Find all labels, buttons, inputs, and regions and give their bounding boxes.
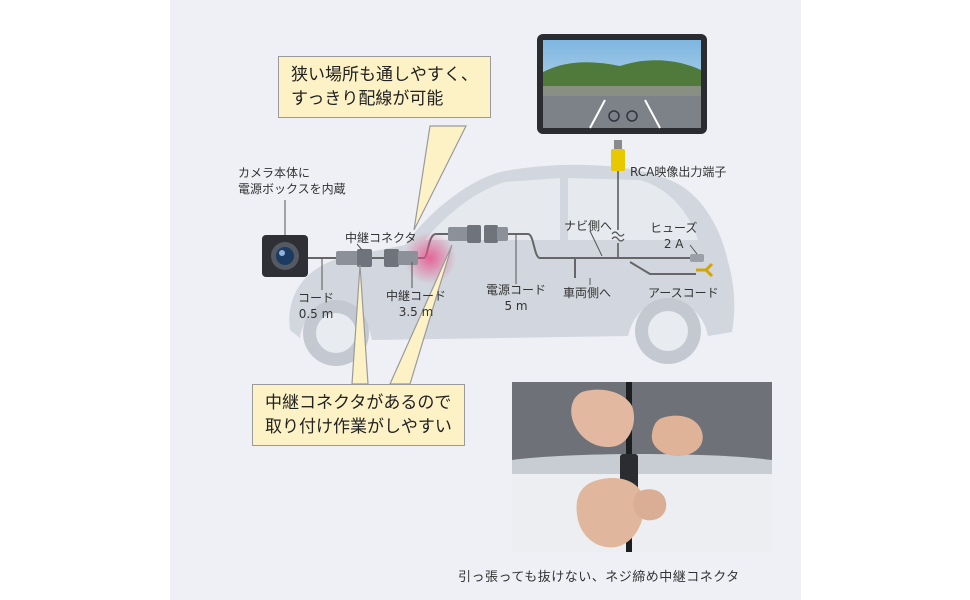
label-rca: RCA映像出力端子 <box>630 165 727 179</box>
label-power-cord-line2: 5 m <box>504 299 528 313</box>
photo-hand-upper <box>571 389 635 448</box>
rca-plug-tip <box>614 140 622 150</box>
leader-fuse <box>689 244 698 255</box>
label-earth-cord: アースコード <box>648 286 719 300</box>
label-camera-line1: カメラ本体に <box>238 166 311 180</box>
connector-nut <box>467 225 481 243</box>
fuse-holder <box>690 254 704 262</box>
callout-pointers <box>351 125 467 385</box>
label-cord-05: コード 0.5 m <box>298 290 334 322</box>
label-camera-line2: 電源ボックスを内蔵 <box>238 182 346 196</box>
connector-nut <box>357 249 372 267</box>
screen-wall <box>543 86 701 96</box>
connector-nut <box>384 249 399 267</box>
screen-parking-line <box>644 99 661 129</box>
label-fuse: ヒューズ 2 A <box>650 220 697 252</box>
screen-ground <box>543 96 701 128</box>
label-to-navi: ナビ側へ <box>564 219 613 233</box>
photo-hand-upper-right <box>651 415 703 456</box>
photo-hand-lower <box>576 478 644 548</box>
connector-male <box>448 227 468 241</box>
camera-body <box>262 235 308 277</box>
callout-bottom-line1: 中継コネクタがあるので <box>265 393 452 413</box>
car-hub-front <box>316 313 356 353</box>
label-cord-05-line1: コード <box>298 291 335 305</box>
leader-relay-connector <box>356 243 363 251</box>
screen-bike-wheel <box>626 110 638 122</box>
camera-lens <box>276 247 294 265</box>
relay-connector-pair-2 <box>448 225 508 243</box>
label-fuse-line2: 2 A <box>663 237 684 251</box>
pointer-top <box>413 125 467 231</box>
callout-bottom-line2: 取り付け作業がしやすい <box>265 417 452 437</box>
rca-plug <box>611 149 625 171</box>
label-fuse-line1: ヒューズ <box>650 221 698 235</box>
callout-top: 狭い場所も通しやすく、 すっきり配線が可能 <box>278 56 491 118</box>
connector-photo <box>512 382 772 552</box>
screen-bike-wheel <box>608 110 620 122</box>
relay-connector-pair <box>336 249 418 267</box>
photo-thumb <box>633 489 667 521</box>
camera-lens-glare <box>279 250 285 256</box>
label-relay-cord: 中継コード 3.5 m <box>386 288 446 320</box>
label-relay-connector: 中継コネクタ <box>345 231 417 245</box>
label-relay-cord-line1: 中継コード <box>386 289 447 303</box>
callout-top-line2: すっきり配線が可能 <box>291 89 444 109</box>
callout-bottom: 中継コネクタがあるので 取り付け作業がしやすい <box>252 384 465 446</box>
connector-female <box>497 227 508 241</box>
connector-male <box>336 251 358 265</box>
screen-parking-line <box>589 99 606 129</box>
screen-trees <box>543 60 701 92</box>
break-mark <box>611 231 625 237</box>
earth-cord <box>629 261 696 275</box>
power-cord-5m <box>508 233 650 259</box>
label-power-cord-line1: 電源コード <box>486 283 547 297</box>
label-to-vehicle: 車両側へ <box>563 286 612 300</box>
callout-top-line1: 狭い場所も通しやすく、 <box>291 65 478 85</box>
label-cord-05-line2: 0.5 m <box>298 307 334 321</box>
label-relay-cord-line2: 3.5 m <box>398 305 434 319</box>
label-camera: カメラ本体に 電源ボックスを内蔵 <box>238 165 346 197</box>
connector-female <box>398 251 418 265</box>
label-power-cord: 電源コード 5 m <box>486 282 546 314</box>
rca-output <box>611 140 625 258</box>
earth-terminal <box>696 262 714 278</box>
car-window-rear <box>568 178 698 240</box>
photo-caption: 引っ張っても抜けない、ネジ締め中継コネクタ <box>458 570 740 585</box>
car-hub-rear <box>648 311 688 351</box>
break-mark <box>611 236 625 242</box>
leader-navi <box>589 230 603 257</box>
navi-monitor <box>537 34 707 134</box>
car-window-front <box>425 178 560 240</box>
connector-photo-art <box>512 382 772 552</box>
car-silhouette <box>289 164 735 366</box>
cables <box>308 233 696 278</box>
leader-lines <box>284 200 698 290</box>
connector-nut <box>484 225 498 243</box>
photo-fabric <box>512 454 772 474</box>
photo-dark-area <box>512 382 772 460</box>
